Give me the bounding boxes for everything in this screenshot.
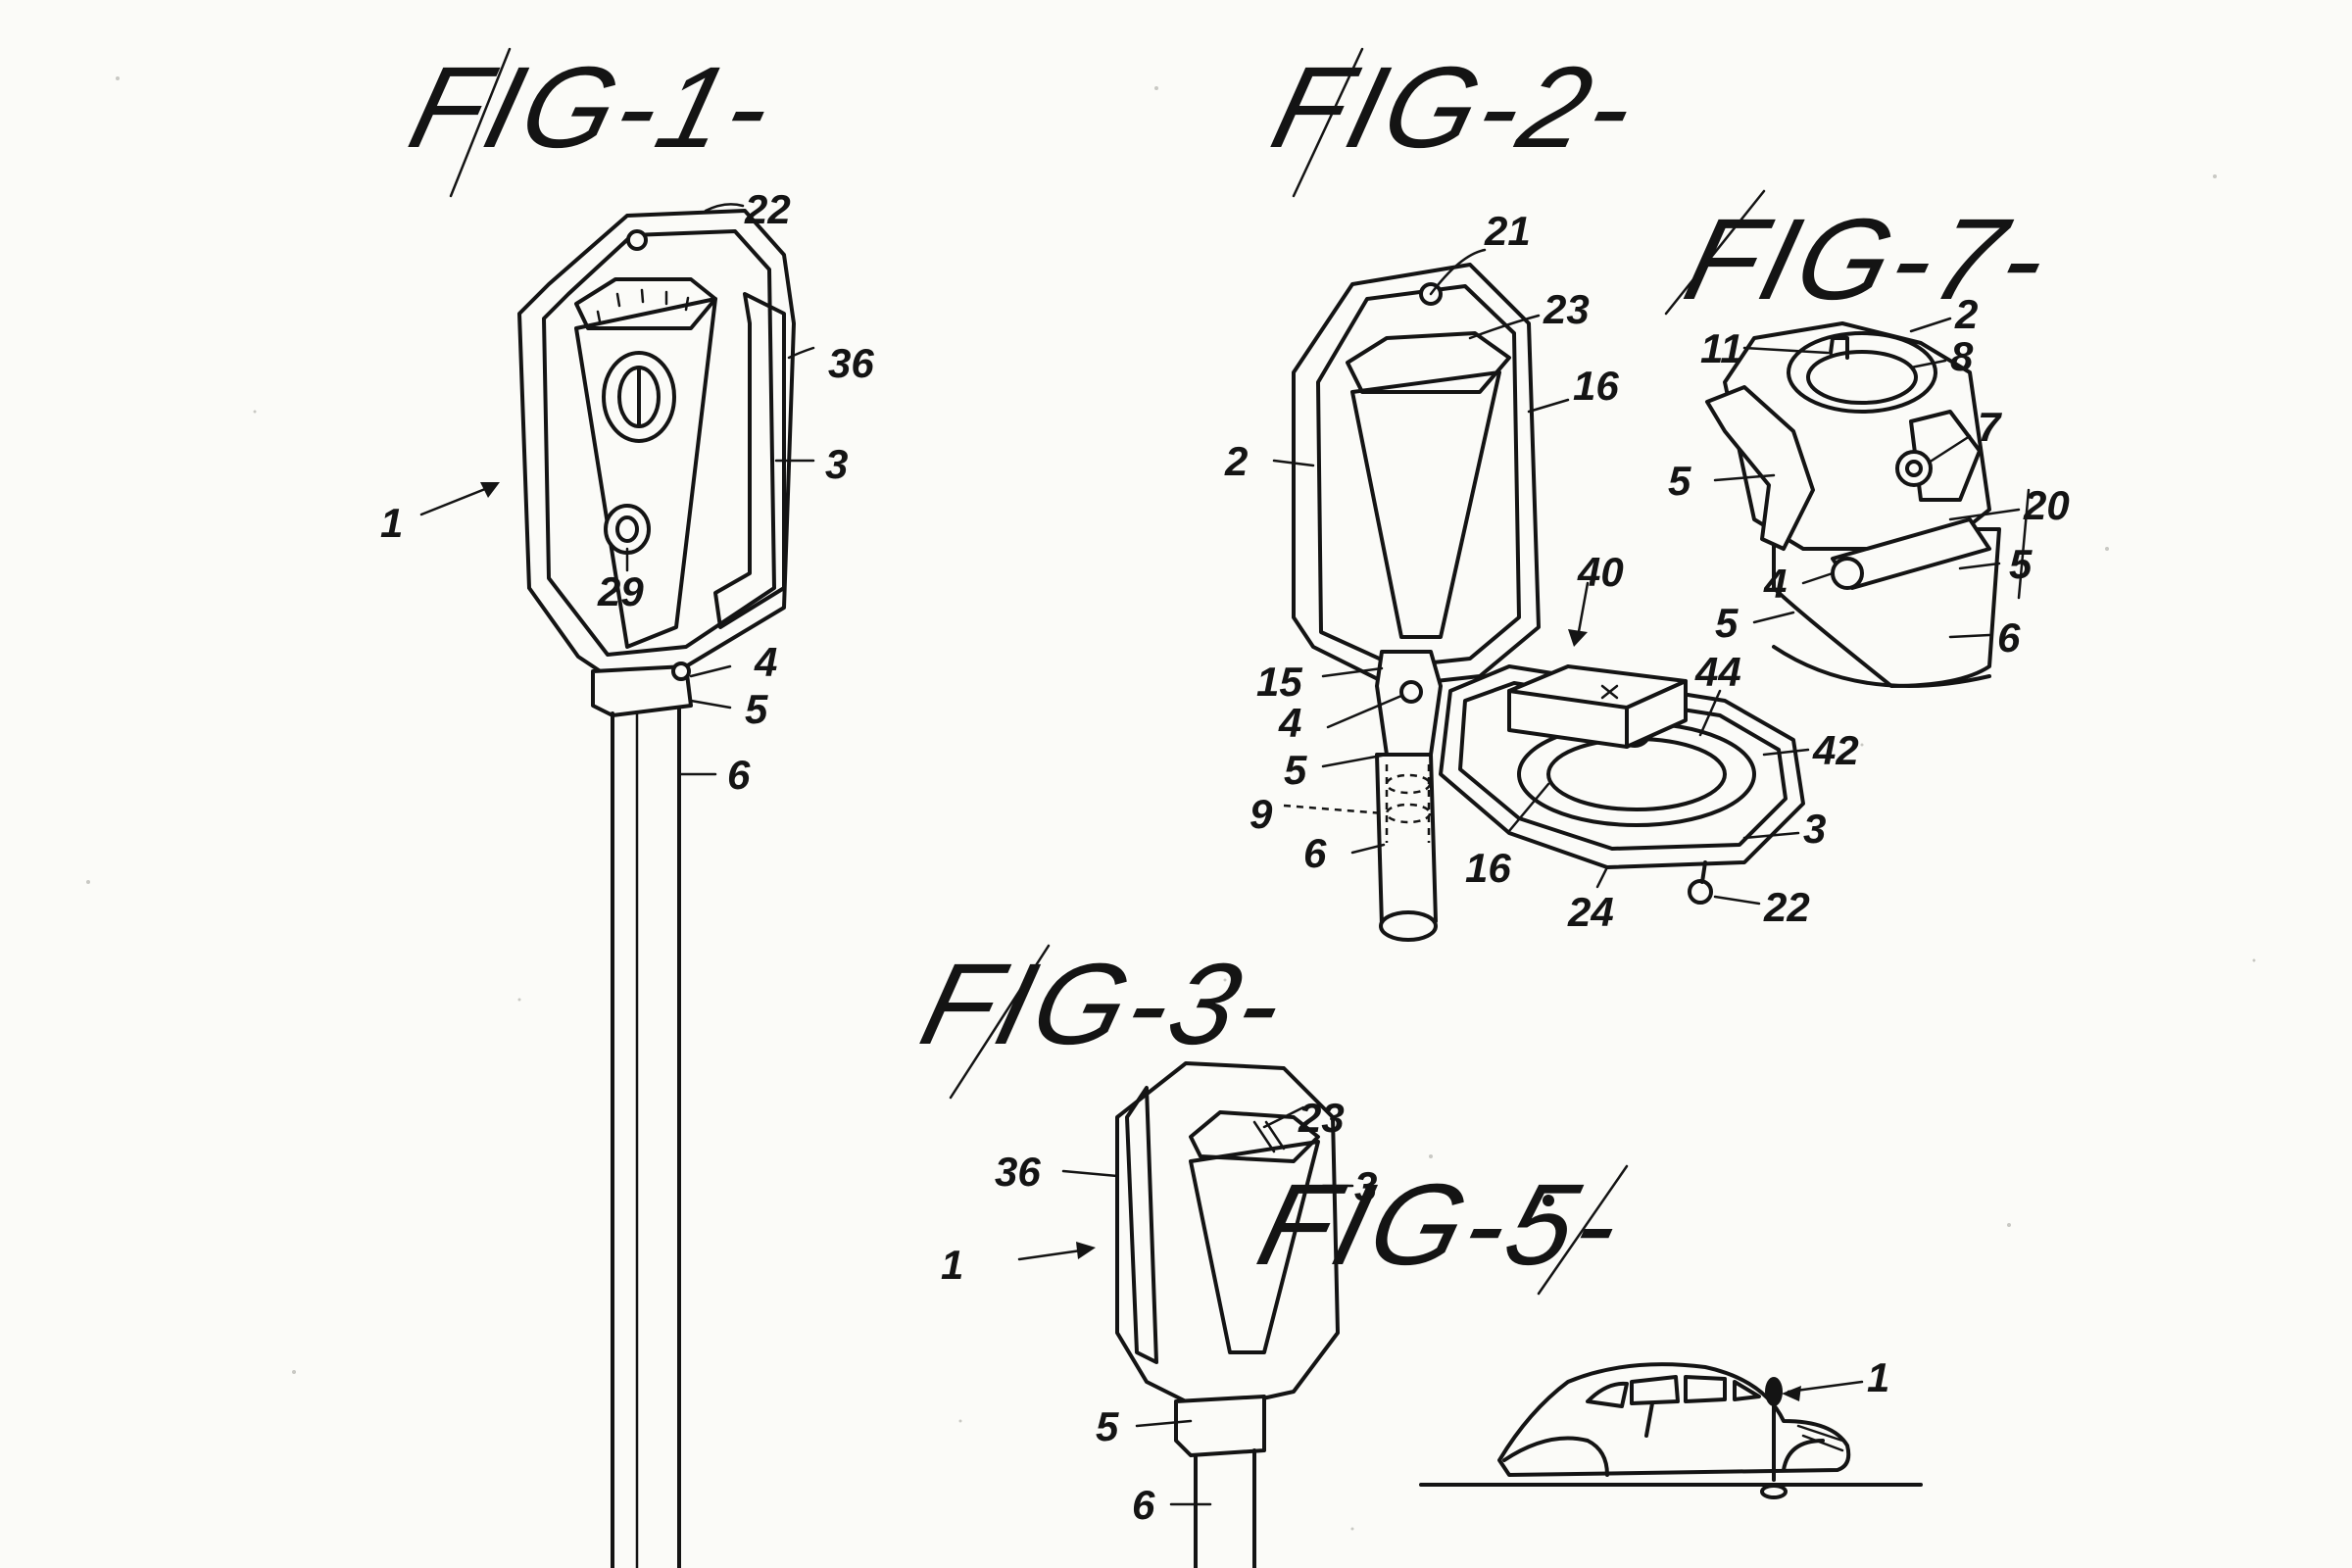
fig1-coin-handle [604, 353, 674, 441]
fig2-label-7: 4 [1278, 700, 1301, 746]
fig1-key-lock [606, 506, 649, 553]
fig1-label-2: 36 [828, 340, 874, 386]
fig1-label-7: 5 [745, 686, 768, 732]
fig7-label-5: 5 [1668, 458, 1691, 504]
fig7-label-4: 7 [1978, 404, 2002, 450]
fig1-title: FIG-1- [398, 44, 787, 172]
fig2-key [1690, 862, 1711, 903]
fig2-label-11: 9 [1250, 791, 1273, 837]
fig2-label-4: 2 [1224, 438, 1248, 484]
fig2-label-2: 23 [1543, 286, 1590, 332]
figure-5: FIG-5- 1 [1247, 1161, 1921, 1497]
fig7-title: FIG-7- [1674, 196, 2063, 324]
fig2-label-1: 21 [1484, 208, 1531, 254]
fig2-label-6: 15 [1256, 659, 1302, 705]
figure-1: FIG-1- [380, 44, 874, 1568]
fig3-label-1: 23 [1298, 1095, 1345, 1141]
fig7-label-7: 5 [2009, 541, 2033, 587]
fig2-label-16: 22 [1763, 884, 1810, 930]
fig1-post [612, 708, 679, 1568]
fig3-post [1196, 1450, 1254, 1568]
fig7-label-3: 8 [1950, 333, 1974, 379]
fig1-top-screw [628, 231, 646, 249]
fig5-car [1499, 1364, 1848, 1475]
fig3-label-2: 36 [995, 1149, 1041, 1195]
fig1-label-8: 6 [727, 752, 751, 798]
fig5-title: FIG-5- [1247, 1161, 1636, 1290]
fig2-label-8: 44 [1694, 649, 1741, 695]
fig1-label-3: 3 [825, 441, 848, 487]
fig1-label-5: 29 [597, 568, 644, 614]
fig2-label-15: 24 [1567, 889, 1614, 935]
fig3-title: FIG-3- [909, 941, 1298, 1069]
fig7-label-9: 5 [1715, 600, 1739, 646]
fig2-label-10: 42 [1812, 727, 1859, 773]
fig3-label-5: 5 [1096, 1403, 1119, 1449]
fig2-label-13: 6 [1303, 830, 1327, 876]
fig2-label-12: 3 [1803, 806, 1826, 852]
fig5-label-1: 1 [1867, 1354, 1889, 1400]
fig1-label-1: 22 [744, 186, 791, 232]
fig3-base-collar [1176, 1396, 1264, 1455]
fig7-label-6: 20 [2023, 482, 2070, 528]
fig3-label-6: 6 [1132, 1482, 1155, 1528]
fig7-label-2: 11 [1700, 325, 1743, 371]
fig2-title: FIG-2- [1260, 44, 1649, 172]
fig2-label-9: 5 [1284, 747, 1307, 793]
fig2-label-14: 16 [1465, 845, 1511, 891]
fig1-label-6: 4 [754, 639, 777, 685]
figure-7: FIG-7- 2 [1666, 191, 2070, 686]
fig3-label-4: 1 [941, 1242, 963, 1288]
fig7-label-1: 2 [1954, 291, 1978, 337]
fig2-post [1377, 755, 1436, 940]
fig1-label-4: 1 [380, 500, 403, 546]
fig7-label-8: 4 [1763, 561, 1787, 607]
fig7-label-10: 6 [1997, 614, 2021, 661]
fig2-label-3: 16 [1573, 363, 1619, 409]
fig2-label-5: 40 [1577, 549, 1624, 595]
